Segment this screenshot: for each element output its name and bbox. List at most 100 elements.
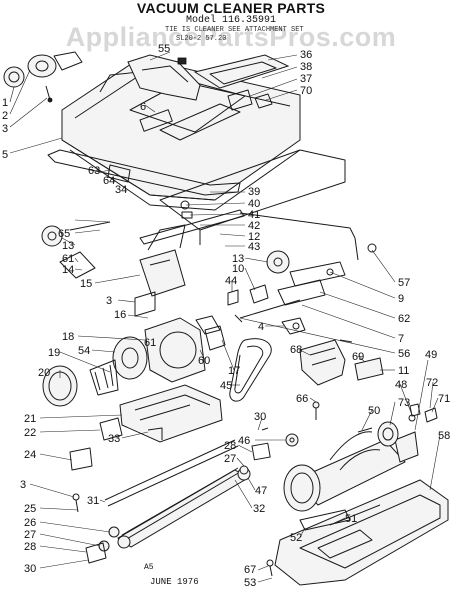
callout-9: 9 [398,293,404,305]
callout-42: 42 [248,220,260,232]
bearing-pulley-set [239,401,320,475]
callout-67: 67 [244,564,256,576]
callout-57: 57 [398,277,410,289]
callout-24: 24 [24,449,36,461]
right-wheel-assembly [227,250,346,323]
callout-26: 26 [24,517,36,529]
callout-32: 32 [253,503,265,515]
callout-52: 52 [290,532,302,544]
callout-28b: 28 [24,541,36,553]
callout-66: 66 [296,393,308,405]
callout-51: 51 [345,513,357,525]
callout-7: 7 [398,333,404,345]
callout-56: 56 [398,348,410,360]
subtitle-line-1: TIE IS CLEANER SEE ATTACHMENT SET [165,26,304,34]
callout-18: 18 [62,331,74,343]
callout-65: 65 [58,228,70,240]
callout-48: 48 [395,379,407,391]
callout-68: 68 [290,344,302,356]
center-bracket [134,224,186,317]
callout-15: 15 [80,278,92,290]
brush-roll [72,439,251,564]
callout-30a: 30 [254,411,266,423]
model-number: Model 116.35991 [185,15,276,26]
callout-46: 46 [238,435,250,447]
callout-63: 63 [88,165,100,177]
callout-13a: 13 [62,240,74,252]
callout-71: 71 [438,393,450,405]
callout-6: 6 [140,101,146,113]
callout-16: 16 [114,309,126,321]
callout-47: 47 [255,485,267,497]
callout-61b: 61 [144,337,156,349]
callout-38: 38 [300,61,312,73]
callout-30b: 30 [24,563,36,575]
diagram-title: VACUUM CLEANER PARTS [136,0,326,16]
callout-27a: 27 [224,453,236,465]
bottom-plate [266,479,449,586]
callout-12a: 12 [248,231,260,243]
callout-55: 55 [158,43,170,55]
callout-69: 69 [352,351,364,363]
callout-10: 10 [232,263,244,275]
motor-assembly [283,403,438,512]
subtitle-line-2: SL20-2 57.20 [176,35,227,43]
callout-60: 60 [198,355,210,367]
callout-54: 54 [78,345,90,357]
callout-72: 72 [426,377,438,389]
callout-2: 2 [2,110,8,122]
callout-13b: 13 [232,253,244,265]
callout-3c: 3 [20,479,26,491]
callout-40: 40 [248,198,260,210]
base-frame [159,149,346,245]
callout-37: 37 [300,73,312,85]
front-wheel-20 [42,365,78,407]
callout-73: 73 [398,397,410,409]
callout-27b: 27 [24,529,36,541]
callout-14: 14 [62,264,74,276]
callout-3: 3 [2,123,8,135]
callout-11: 11 [398,365,409,377]
handle-socket [127,54,201,101]
callout-49: 49 [425,349,437,361]
leader-lines [9,51,441,583]
callout-33: 33 [108,433,120,445]
callout-17: 17 [228,365,240,377]
callout-20: 20 [38,367,50,379]
callout-31: 31 [87,495,99,507]
callout-28a: 28 [224,440,236,452]
drive-belt [229,338,272,402]
drawing-date: JUNE 1976 [150,577,199,587]
switch-assembly [281,317,384,386]
callout-39: 39 [248,186,260,198]
callout-58: 58 [438,430,450,442]
callout-53: 53 [244,577,256,589]
callout-5: 5 [2,149,8,161]
nozzle-duct [69,384,223,471]
callout-70: 70 [300,85,312,97]
callout-61a: 61 [62,253,74,265]
callout-50: 50 [368,405,380,417]
bumper-strip [47,149,241,196]
fan-impeller [89,336,148,396]
wheel-assembly-top [3,51,83,103]
callout-1: 1 [2,97,8,109]
callout-3b: 3 [106,295,112,307]
callout-25: 25 [24,503,36,515]
left-wheel-assembly [41,221,111,279]
callout-36: 36 [300,49,312,61]
fan-housing [144,315,226,383]
callout-62: 62 [398,313,410,325]
drawing-code: A5 [144,563,154,572]
callout-22: 22 [24,427,36,439]
callout-43: 43 [248,241,260,253]
callout-4: 4 [258,321,264,333]
headlight-lens [193,54,290,111]
callout-64: 64 [103,175,115,187]
callout-45: 45 [220,380,232,392]
callout-21: 21 [24,413,36,425]
callout-44: 44 [225,275,237,287]
